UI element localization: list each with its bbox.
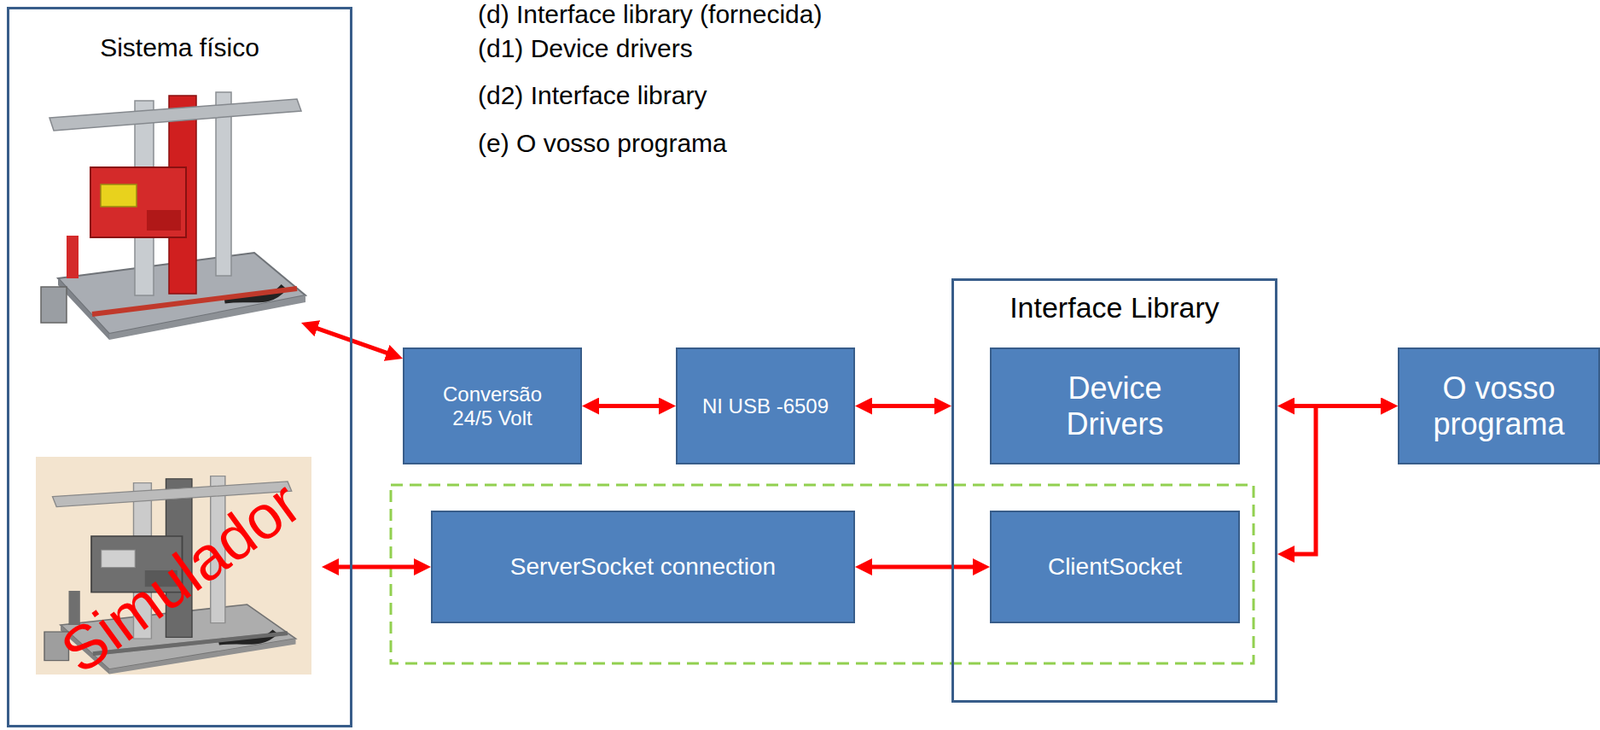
box-label: ClientSocket bbox=[1047, 552, 1182, 581]
connector-arrow bbox=[871, 403, 936, 408]
connector-arrow bbox=[871, 564, 974, 570]
box-label: O vosso programa bbox=[1411, 370, 1587, 442]
library-panel: Interface LibraryDevice DriversClientSoc… bbox=[951, 278, 1278, 703]
box-label: ServerSocket connection bbox=[510, 552, 776, 581]
box-label: Conversão 24/5 Volt bbox=[432, 382, 553, 430]
connector-arrow bbox=[1293, 406, 1382, 555]
note-line: (d2) Interface library bbox=[477, 81, 707, 111]
box-label: Device Drivers bbox=[1025, 370, 1205, 442]
process-box: NI USB -6509 bbox=[675, 347, 856, 465]
socket-group-frame bbox=[390, 484, 1254, 664]
note-line: (d) Interface library (fornecida) bbox=[477, 0, 822, 30]
process-box: ServerSocket connection bbox=[430, 510, 856, 623]
process-box: Device Drivers bbox=[989, 347, 1240, 465]
process-box: Conversão 24/5 Volt bbox=[402, 347, 582, 465]
watermark: Simulador bbox=[48, 466, 315, 687]
process-box: ClientSocket bbox=[989, 510, 1240, 623]
note-line: (d1) Device drivers bbox=[477, 34, 693, 64]
note-line: (e) O vosso programa bbox=[477, 128, 728, 159]
panel-title: Sistema físico bbox=[99, 33, 260, 64]
panel-title: Interface Library bbox=[1009, 290, 1220, 325]
process-box: O vosso programa bbox=[1397, 347, 1600, 465]
box-label: NI USB -6509 bbox=[702, 394, 829, 419]
physical-machine bbox=[40, 92, 306, 340]
connector-arrow bbox=[598, 403, 660, 408]
connector-arrow bbox=[337, 564, 415, 570]
